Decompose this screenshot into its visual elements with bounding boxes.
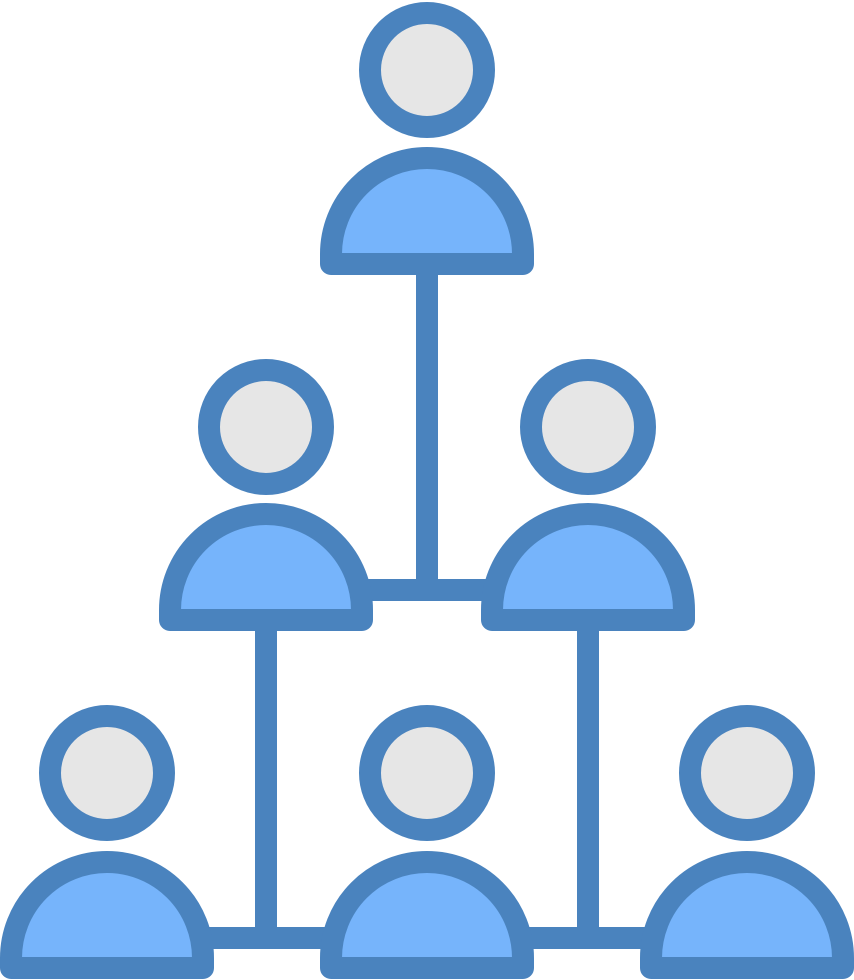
- person-body: [320, 147, 534, 275]
- person-bottom-right: [640, 705, 854, 979]
- person-body: [320, 851, 534, 979]
- person-head: [39, 705, 175, 841]
- person-bottom-left: [0, 705, 214, 979]
- person-head: [359, 2, 495, 138]
- person-body: [481, 503, 695, 631]
- person-middle-left: [159, 359, 373, 631]
- person-top: [320, 2, 534, 275]
- person-bottom-center: [320, 705, 534, 979]
- person-body: [159, 503, 373, 631]
- person-head: [679, 705, 815, 841]
- person-body: [640, 851, 854, 979]
- person-body: [0, 851, 214, 979]
- person-head: [520, 359, 656, 495]
- person-head: [198, 359, 334, 495]
- person-middle-right: [481, 359, 695, 631]
- connector-lines: [204, 266, 650, 949]
- person-head: [359, 705, 495, 841]
